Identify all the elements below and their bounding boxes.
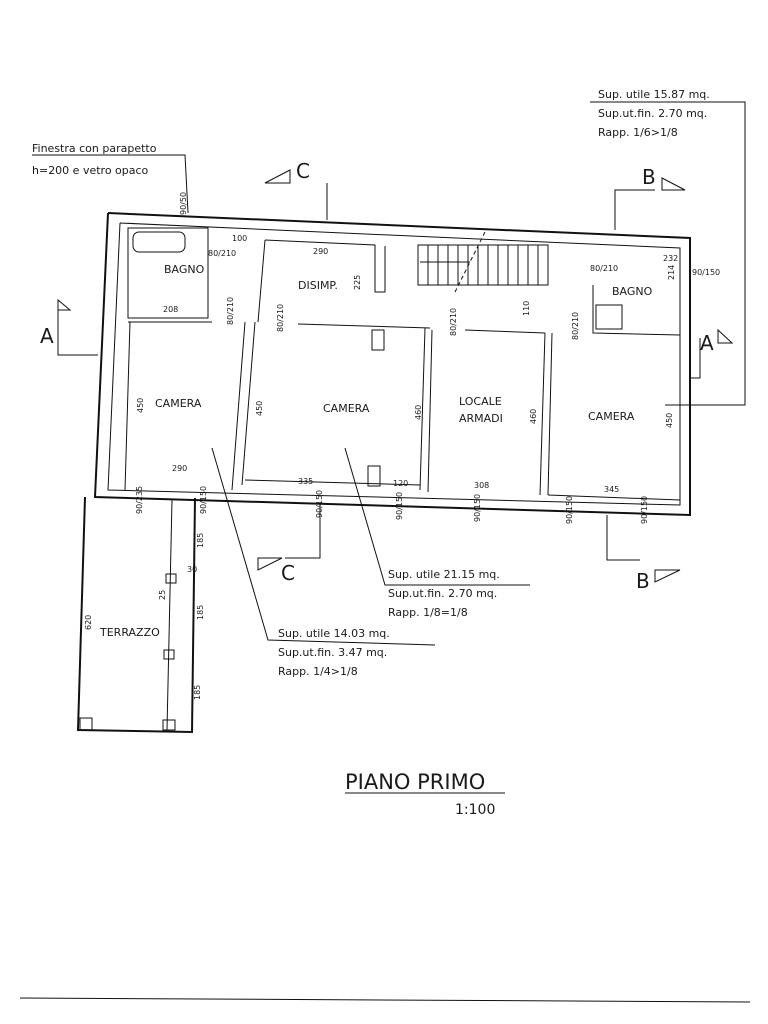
room-locale-armadi-2: ARMADI — [459, 412, 503, 425]
dim-450-a: 450 — [136, 398, 145, 413]
svg-text:Sup. utile 15.87 mq.: Sup. utile 15.87 mq. — [598, 88, 710, 101]
room-camera-2: CAMERA — [323, 402, 370, 415]
svg-text:Sup. utile 14.03 mq.: Sup. utile 14.03 mq. — [278, 627, 390, 640]
dim-450-c: 450 — [665, 413, 674, 428]
window-label: 90/150 — [640, 496, 649, 524]
dim-460-a: 460 — [414, 405, 423, 420]
dimensions: 100 290 225 110 450 450 460 460 450 290 … — [84, 192, 720, 700]
dim-185-b: 185 — [196, 605, 205, 620]
section-c-bottom: C — [281, 561, 295, 585]
window-note-line2: h=200 e vetro opaco — [32, 164, 149, 177]
section-c-top: C — [296, 159, 310, 183]
stairs — [420, 231, 539, 293]
section-a-left: A — [40, 324, 54, 348]
dim-290-disimp: 290 — [313, 247, 328, 256]
dim-120: 120 — [393, 479, 408, 488]
window-note-line1: Finestra con parapetto — [32, 142, 157, 155]
dim-225: 225 — [353, 275, 362, 290]
section-b-bottom: B — [636, 569, 650, 593]
window-label: 90/150 — [199, 486, 208, 514]
dim-25: 25 — [158, 590, 167, 600]
room-camera-1: CAMERA — [155, 397, 202, 410]
plan-scale: 1:100 — [455, 802, 495, 818]
svg-text:Rapp. 1/6>1/8: Rapp. 1/6>1/8 — [598, 126, 678, 139]
section-b-top: B — [642, 165, 656, 189]
door-label: 80/210 — [449, 308, 458, 336]
door-label: 80/210 — [276, 304, 285, 332]
dim-100: 100 — [232, 234, 247, 243]
dim-345: 345 — [604, 485, 619, 494]
window-label: 90/150 — [692, 268, 720, 277]
dim-335: 335 — [298, 477, 313, 486]
dim-185-a: 185 — [196, 533, 205, 548]
dim-185-c: 185 — [193, 685, 202, 700]
dim-110: 110 — [522, 301, 531, 316]
dim-30: 30 — [187, 565, 197, 574]
svg-text:Sup. utile 21.15 mq.: Sup. utile 21.15 mq. — [388, 568, 500, 581]
dim-460-b: 460 — [529, 409, 538, 424]
svg-text:Sup.ut.fin. 2.70 mq.: Sup.ut.fin. 2.70 mq. — [388, 587, 497, 600]
svg-text:Rapp. 1/4>1/8: Rapp. 1/4>1/8 — [278, 665, 358, 678]
dim-620: 620 — [84, 615, 93, 630]
room-bagno-left: BAGNO — [164, 263, 205, 276]
surface-note-center: Sup. utile 21.15 mq. Sup.ut.fin. 2.70 mq… — [388, 568, 500, 619]
dim-208: 208 — [163, 305, 178, 314]
plan-title: PIANO PRIMO — [345, 770, 485, 794]
window-label: 90/150 — [565, 496, 574, 524]
building-walls — [19, 101, 751, 1003]
window-label: 90/150 — [315, 490, 324, 518]
door-label: 80/210 — [590, 264, 618, 273]
dim-450-b: 450 — [255, 401, 264, 416]
room-locale-armadi-1: LOCALE — [459, 395, 502, 408]
section-a-right: A — [700, 331, 714, 355]
door-label: 80/210 — [208, 249, 236, 258]
dim-232: 232 — [663, 254, 678, 263]
surface-note-left: Sup. utile 14.03 mq. Sup.ut.fin. 3.47 mq… — [278, 627, 390, 678]
dim-214: 214 — [667, 265, 676, 280]
window-label: 90/235 — [135, 486, 144, 514]
svg-text:Sup.ut.fin. 2.70 mq.: Sup.ut.fin. 2.70 mq. — [598, 107, 707, 120]
room-disimp: DISIMP. — [298, 279, 338, 292]
door-label: 80/210 — [571, 312, 580, 340]
window-label: 90/50 — [179, 192, 188, 215]
room-camera-3: CAMERA — [588, 410, 635, 423]
dim-308: 308 — [474, 481, 489, 490]
surface-note-right: Sup. utile 15.87 mq. Sup.ut.fin. 2.70 mq… — [598, 88, 710, 139]
room-terrazzo: TERRAZZO — [99, 626, 160, 639]
window-label: 90/150 — [473, 494, 482, 522]
svg-text:Rapp. 1/8=1/8: Rapp. 1/8=1/8 — [388, 606, 468, 619]
door-label: 80/210 — [226, 297, 235, 325]
dim-290-camera: 290 — [172, 464, 187, 473]
svg-text:Sup.ut.fin. 3.47 mq.: Sup.ut.fin. 3.47 mq. — [278, 646, 387, 659]
window-label: 90/150 — [395, 492, 404, 520]
room-bagno-right: BAGNO — [612, 285, 653, 298]
